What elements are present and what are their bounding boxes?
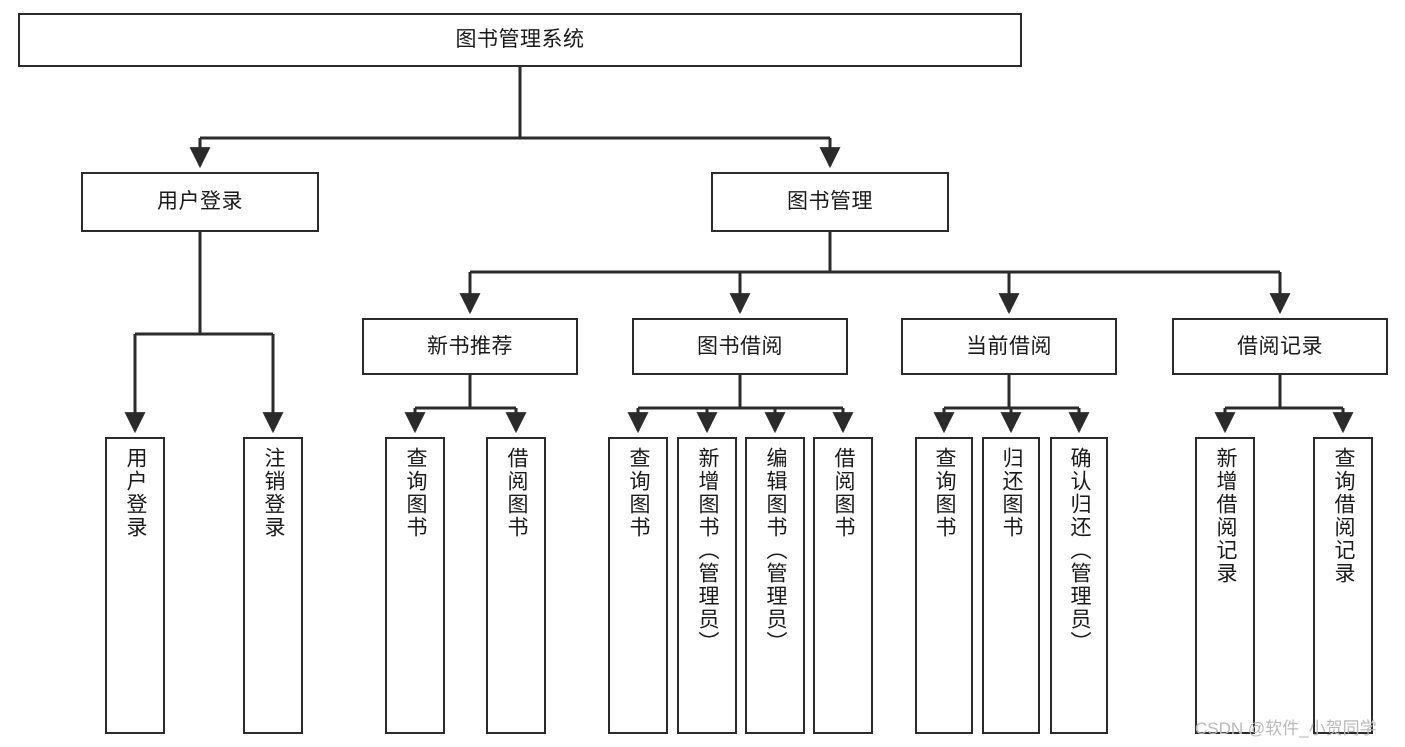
node-leaf-query-record-label: 查询借阅记录 [1332,447,1356,585]
node-root[interactable]: 图书管理系统 [18,13,1022,67]
node-root-label: 图书管理系统 [455,28,585,52]
node-leaf-add-book[interactable]: 新增图书（管理员） [677,437,737,734]
node-leaf-query-book-1[interactable]: 查询图书 [385,437,445,734]
node-borrow-record-label: 借阅记录 [1237,334,1323,358]
node-book-borrow-label: 图书借阅 [697,334,783,358]
node-leaf-user-login[interactable]: 用户登录 [105,437,165,734]
node-leaf-confirm-return[interactable]: 确认归还（管理员） [1050,437,1108,734]
node-leaf-edit-book-label: 编辑图书（管理员） [764,447,788,654]
node-leaf-borrow-book-2-label: 借阅图书 [832,447,856,539]
node-book-borrow[interactable]: 图书借阅 [632,318,848,375]
node-leaf-query-book-3-label: 查询图书 [933,447,957,539]
node-leaf-user-login-label: 用户登录 [124,447,148,539]
node-leaf-borrow-book-2[interactable]: 借阅图书 [813,437,873,734]
node-current-borrow-label: 当前借阅 [966,334,1052,358]
node-book-management[interactable]: 图书管理 [711,172,949,232]
node-leaf-edit-book[interactable]: 编辑图书（管理员） [745,437,805,734]
node-leaf-return-book-label: 归还图书 [1000,447,1024,539]
node-leaf-add-record-label: 新增借阅记录 [1214,447,1238,585]
node-leaf-query-record[interactable]: 查询借阅记录 [1313,437,1373,734]
node-leaf-logout-label: 注销登录 [262,447,286,539]
node-leaf-return-book[interactable]: 归还图书 [982,437,1040,734]
node-book-management-label: 图书管理 [787,190,873,214]
node-leaf-logout[interactable]: 注销登录 [243,437,303,734]
node-leaf-query-book-2[interactable]: 查询图书 [608,437,668,734]
csdn-watermark: CSDN @软件_小贺同学 [1195,719,1377,738]
node-user-login[interactable]: 用户登录 [81,172,319,232]
node-borrow-record[interactable]: 借阅记录 [1172,318,1388,375]
node-new-book-recommend[interactable]: 新书推荐 [362,318,578,375]
node-leaf-add-book-label: 新增图书（管理员） [696,447,720,654]
node-leaf-query-book-2-label: 查询图书 [627,447,651,539]
node-leaf-borrow-book-1-label: 借阅图书 [505,447,529,539]
node-leaf-add-record[interactable]: 新增借阅记录 [1195,437,1255,734]
node-new-book-recommend-label: 新书推荐 [427,334,513,358]
node-leaf-confirm-return-label: 确认归还（管理员） [1068,447,1092,654]
node-leaf-borrow-book-1[interactable]: 借阅图书 [486,437,546,734]
node-current-borrow[interactable]: 当前借阅 [901,318,1117,375]
node-leaf-query-book-3[interactable]: 查询图书 [915,437,973,734]
node-leaf-query-book-1-label: 查询图书 [404,447,428,539]
node-user-login-label: 用户登录 [157,190,243,214]
